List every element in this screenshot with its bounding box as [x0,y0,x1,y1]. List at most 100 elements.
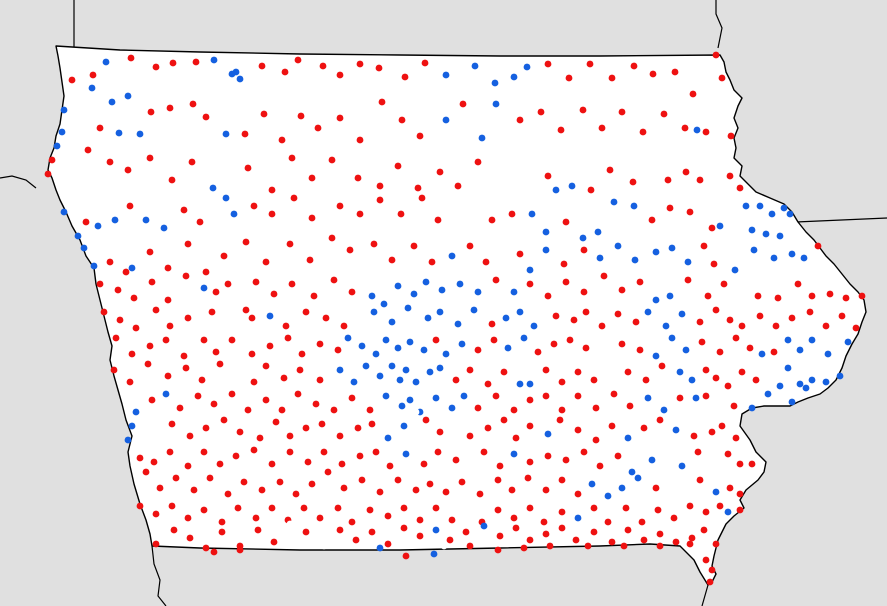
map-point [394,162,402,170]
map-point [218,528,226,536]
map-point [740,286,748,294]
map-point [340,484,348,492]
map-point [696,176,704,184]
map-point [542,246,550,254]
map-point [376,182,384,190]
map-point [510,450,518,458]
map-point [169,59,177,67]
map-point [232,452,240,460]
map-point [858,292,866,300]
map-point [142,468,150,476]
map-point [731,266,739,274]
map-point [508,210,516,218]
map-point [410,290,418,298]
map-point [192,58,200,66]
map-point [726,316,734,324]
map-point [526,266,534,274]
map-point [96,124,104,132]
map-point [484,424,492,432]
map-point [542,486,550,494]
map-point [494,506,502,514]
map-point [356,452,364,460]
map-point [784,336,792,344]
map-point [562,218,570,226]
map-point [268,186,276,194]
map-point [388,318,396,326]
map-point [53,142,61,150]
map-point [388,362,396,370]
map-point [148,396,156,404]
map-point [336,202,344,210]
map-point [314,536,322,544]
map-point [716,348,724,356]
map-point [168,502,176,510]
map-point [224,490,232,498]
map-point [268,460,276,468]
map-point [600,350,608,358]
map-point [412,378,420,386]
map-point [74,232,82,240]
map-point [370,308,378,316]
map-point [154,416,162,424]
map-point [398,402,406,410]
map-point [442,350,450,358]
map-point [756,312,764,320]
map-point [152,510,160,518]
map-point [378,98,386,106]
map-point [166,104,174,112]
map-point [200,448,208,456]
map-point [164,264,172,272]
map-point [484,380,492,388]
map-point [336,366,344,374]
map-point [464,506,472,514]
map-point [628,468,636,476]
map-point [334,346,342,354]
map-point [58,128,66,136]
map-point [168,176,176,184]
map-point [358,342,366,350]
map-point [466,242,474,250]
map-point [304,458,312,466]
map-point [338,184,346,192]
map-point [542,366,550,374]
map-point [356,210,364,218]
map-point [558,378,566,386]
map-point [316,228,324,236]
map-point [574,490,582,498]
map-point [596,462,604,470]
map-point [254,526,262,534]
map-point [684,276,692,284]
map-point [127,54,135,62]
map-point [512,434,520,442]
map-point [768,210,776,218]
map-point [202,424,210,432]
map-point [432,526,440,534]
map-point [182,364,190,372]
map-point [698,338,706,346]
map-point [48,156,56,164]
map-point [286,520,294,528]
map-point [580,448,588,456]
map-point [544,60,552,68]
map-point [314,124,322,132]
map-point [126,202,134,210]
map-point [278,406,286,414]
map-point [587,186,595,194]
map-point [358,476,366,484]
map-point [730,402,738,410]
map-point [236,546,244,554]
map-point [280,374,288,382]
map-point [166,322,174,330]
map-point [370,240,378,248]
map-point [186,432,194,440]
map-point [752,376,760,384]
map-point [146,342,154,350]
map-point [442,71,450,79]
map-point [570,316,578,324]
map-point [594,228,602,236]
map-point [762,230,770,238]
map-point [516,308,524,316]
map-point [842,294,850,302]
map-point [206,474,214,482]
